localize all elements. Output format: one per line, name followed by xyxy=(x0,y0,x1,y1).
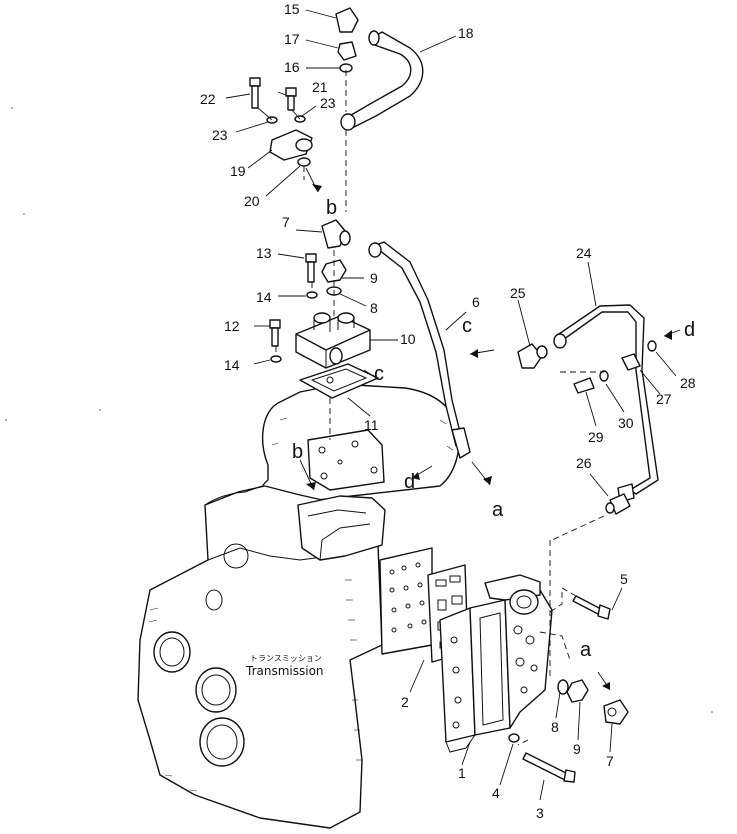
part-6-hose xyxy=(368,241,471,459)
ref-letter-b-upper: b xyxy=(326,197,337,219)
part-24-pipe xyxy=(553,304,659,503)
callout-15: 15 xyxy=(284,1,300,17)
ref-letter-c-pipe: c xyxy=(462,315,472,337)
callout-7-upper: 7 xyxy=(282,214,290,230)
callout-9-lower: 9 xyxy=(573,741,581,757)
callout-16: 16 xyxy=(284,59,300,75)
callout-24: 24 xyxy=(576,245,592,261)
callout-23-left: 23 xyxy=(212,127,228,143)
ref-letter-a-hose: a xyxy=(492,499,504,521)
part-26-connector xyxy=(605,493,631,515)
transmission-caption: トランスミッション Transmission xyxy=(245,654,324,678)
callout-11: 11 xyxy=(364,417,379,433)
upper-elbow-set xyxy=(321,219,351,296)
ref-letter-d-housing: d xyxy=(404,471,415,493)
reference-letters: a a b b c c d d xyxy=(292,197,695,661)
callout-22: 22 xyxy=(200,91,216,107)
callout-9-upper: 9 xyxy=(370,270,378,286)
ref-letter-a-valve: a xyxy=(580,639,592,661)
callout-leaders xyxy=(225,9,677,801)
callout-17: 17 xyxy=(284,31,300,47)
callout-30: 30 xyxy=(618,415,634,431)
part-25-elbow xyxy=(517,343,548,369)
callout-10: 10 xyxy=(400,331,416,347)
ref-letter-d-pipe: d xyxy=(684,319,695,341)
bolts-upper xyxy=(269,253,318,363)
bolts-lower xyxy=(508,595,611,783)
ref-letter-c-gasket: c xyxy=(374,363,384,385)
callout-2: 2 xyxy=(401,694,409,710)
callout-3: 3 xyxy=(536,805,544,821)
top-elbow-set xyxy=(335,7,359,73)
callout-28: 28 xyxy=(680,375,696,391)
callout-4: 4 xyxy=(492,785,500,801)
direction-arrows xyxy=(299,167,681,691)
callout-1: 1 xyxy=(458,765,466,781)
callout-23-right: 23 xyxy=(320,95,336,111)
scan-specks xyxy=(5,107,713,713)
callout-14-upper: 14 xyxy=(256,289,272,305)
callout-12: 12 xyxy=(224,318,240,334)
callout-27: 27 xyxy=(656,391,672,407)
callout-26: 26 xyxy=(576,455,592,471)
upper-adapter-set xyxy=(249,77,313,167)
callout-29: 29 xyxy=(588,429,604,445)
callout-20: 20 xyxy=(244,193,260,209)
callout-6: 6 xyxy=(472,294,480,310)
assembly-lines xyxy=(257,70,605,746)
caption-english: Transmission xyxy=(245,664,324,678)
callout-14-lower: 14 xyxy=(224,357,240,373)
callout-8-lower: 8 xyxy=(551,719,559,735)
transmission-housing xyxy=(137,383,460,829)
part-11-gasket xyxy=(299,363,379,399)
part-18-hose xyxy=(340,30,424,131)
part-1-control-valve xyxy=(439,574,553,753)
callout-18: 18 xyxy=(458,25,474,41)
callout-8-upper: 8 xyxy=(370,300,378,316)
ref-letter-b-housing: b xyxy=(292,441,303,463)
callout-13: 13 xyxy=(256,245,272,261)
lower-fitting-set xyxy=(557,679,629,725)
callout-7-lower: 7 xyxy=(606,753,614,769)
part-10-valve-block xyxy=(295,312,371,369)
callout-21: 21 xyxy=(312,79,328,95)
callout-19: 19 xyxy=(230,163,246,179)
callout-25: 25 xyxy=(510,285,526,301)
callout-5: 5 xyxy=(620,571,628,587)
clamp-set xyxy=(573,340,657,394)
caption-japanese: トランスミッション xyxy=(250,654,322,663)
callout-numbers: 1 2 3 4 5 6 7 7 8 8 9 9 10 11 12 13 14 1… xyxy=(200,1,696,821)
